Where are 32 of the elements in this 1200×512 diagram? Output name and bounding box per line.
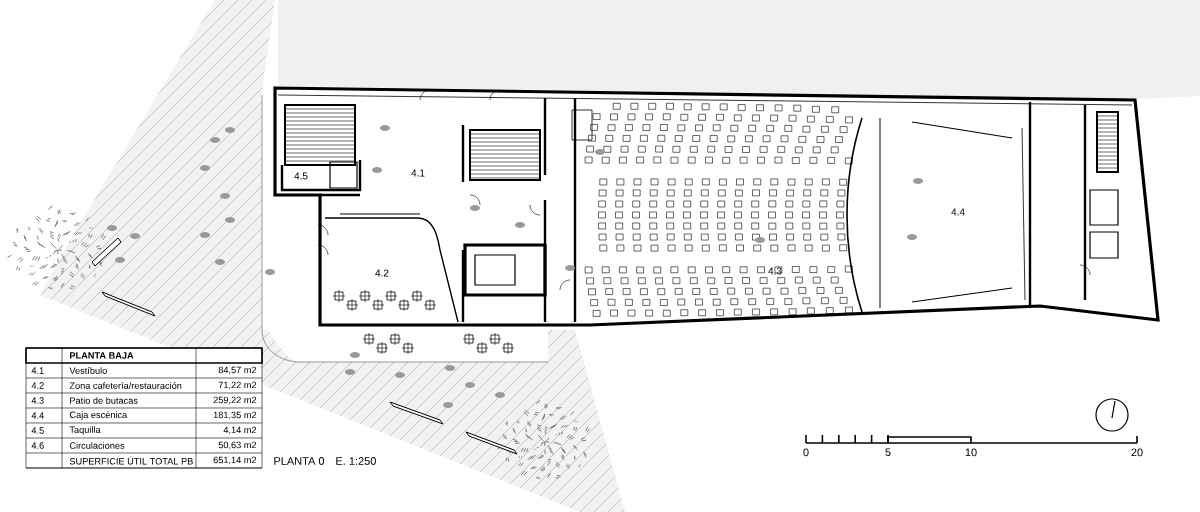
table-cell: 4.2 (31, 382, 44, 389)
table-cell: 71,22 m2 (218, 381, 257, 390)
table-cell: Circulaciones (69, 442, 125, 449)
scale-number: 20 (1131, 448, 1143, 457)
table-cell: Caja escénica (69, 411, 128, 420)
table-cell: 4.3 (31, 397, 44, 404)
table-cell: Zona cafetería/restauración (69, 382, 182, 389)
table-cell: PLANTA BAJA (70, 352, 134, 359)
scale-number: 0 (803, 448, 809, 457)
table-cell: 50,63 m2 (218, 441, 257, 450)
table-cell: 651,14 m2 (213, 456, 257, 465)
table-cell: 259,22 m2 (213, 396, 257, 405)
table-cell: 4.1 (31, 367, 44, 374)
room-number: 4.4 (951, 208, 965, 216)
table-cell: 84,57 m2 (218, 366, 257, 375)
table-cell: Patio de butacas (70, 397, 138, 404)
room-number: 4.1 (411, 169, 425, 177)
table-cell: 4.5 (31, 427, 44, 434)
table-cell: 181,35 m2 (213, 411, 257, 420)
scale-number: 5 (885, 448, 891, 457)
room-number: 4.3 (768, 267, 782, 275)
table-cell: 4.4 (31, 412, 44, 419)
scale-number: 10 (965, 448, 977, 457)
room-number: 4.2 (375, 269, 389, 277)
table-cell: Taquilla (69, 426, 101, 435)
table-cell: 4.6 (31, 442, 44, 449)
table-cell: Vestíbulo (69, 367, 107, 374)
drawing-title: PLANTA 0 (274, 457, 325, 465)
table-cell: 4,14 m2 (223, 426, 257, 435)
room-number: 4.5 (294, 172, 308, 180)
scale-label: E. 1:250 (336, 457, 376, 465)
table-cell: SUPERFICIE ÚTIL TOTAL PB (69, 456, 193, 465)
